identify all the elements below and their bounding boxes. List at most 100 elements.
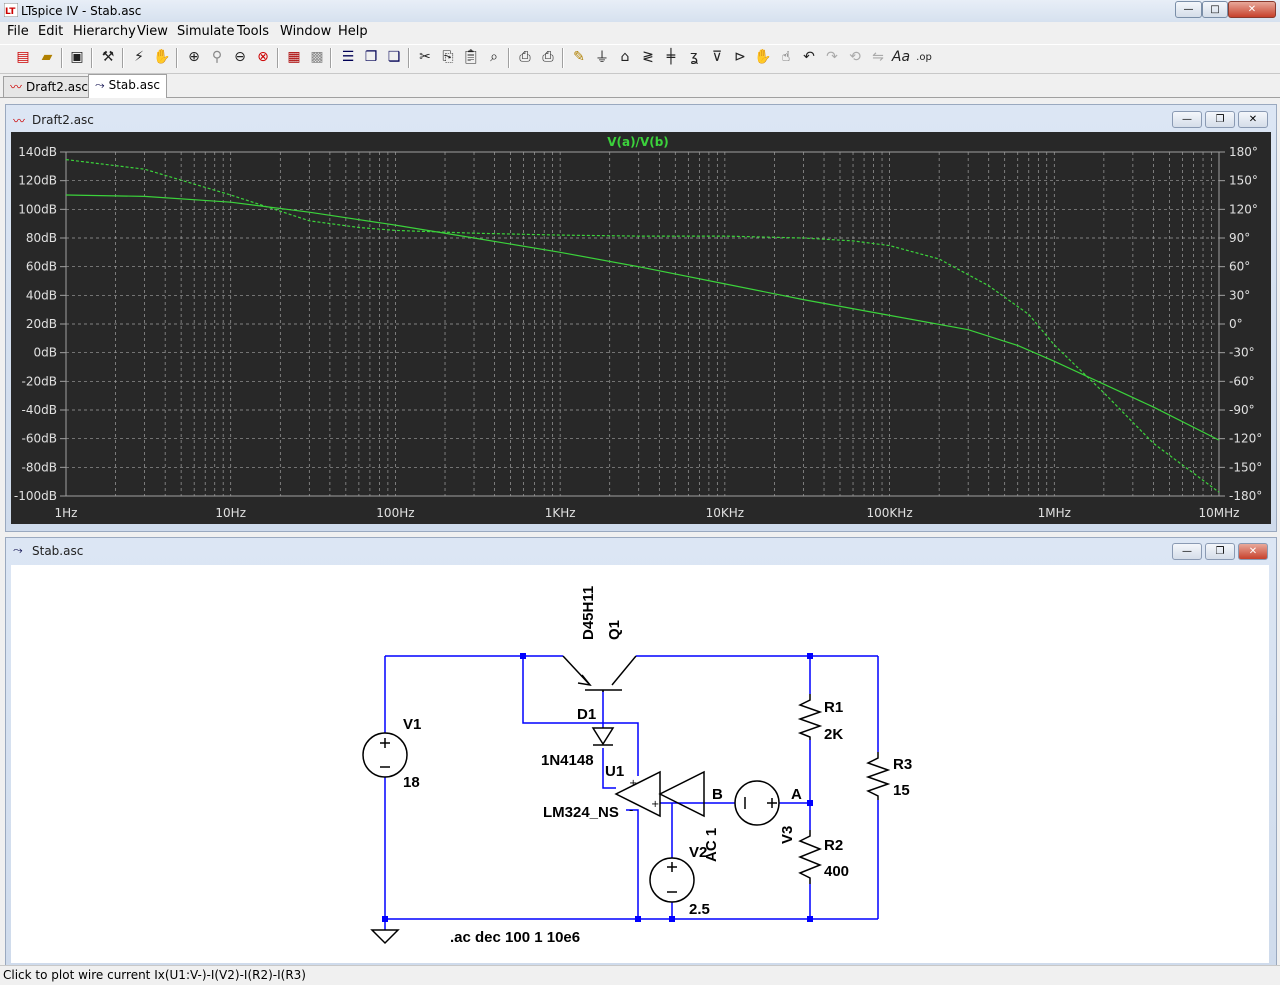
u1-model[interactable]: LM324_NS xyxy=(543,804,619,821)
tile-vertical-icon[interactable]: ❏ xyxy=(387,49,401,65)
ground-symbol[interactable] xyxy=(370,929,400,945)
cut-icon[interactable]: ✂ xyxy=(419,49,431,65)
q1-transistor[interactable] xyxy=(562,655,637,692)
y-right-tick-label: 30° xyxy=(1229,288,1250,302)
tab-draft2[interactable]: 〰Draft2.asc xyxy=(3,76,95,97)
control-panel-icon[interactable]: ⚒ xyxy=(101,49,115,65)
mirror-icon[interactable]: ⇋ xyxy=(872,49,884,65)
minimize-button[interactable]: — xyxy=(1175,1,1202,18)
y-right-tick-label: -120° xyxy=(1229,432,1262,446)
r2-name[interactable]: R2 xyxy=(824,837,843,854)
ground-icon[interactable]: ⏚ xyxy=(595,50,609,66)
menu-view[interactable]: View xyxy=(137,24,168,39)
r1-name[interactable]: R1 xyxy=(824,699,843,716)
redo-icon[interactable]: ↷ xyxy=(826,49,838,65)
menu-hierarchy[interactable]: Hierarchy xyxy=(73,24,136,39)
trace-label[interactable]: V(a)/V(b) xyxy=(607,135,669,149)
v1-value[interactable]: 18 xyxy=(403,774,420,791)
menu-simulate[interactable]: Simulate xyxy=(177,24,235,39)
r1-value[interactable]: 2K xyxy=(824,726,843,743)
pan-icon[interactable]: ⚲ xyxy=(211,49,223,65)
window-title: LTspice IV - Stab.asc xyxy=(21,4,142,18)
r1-resistor[interactable] xyxy=(797,694,823,740)
spice-directive-icon[interactable]: .op xyxy=(916,51,932,63)
schematic-drawing[interactable]: V1 18 D45H11 Q1 D1 1N4148 U1 LM324_NS + … xyxy=(11,565,1269,963)
series-magnitude[interactable] xyxy=(65,194,1220,441)
r2-resistor[interactable] xyxy=(797,830,823,884)
u1-name[interactable]: U1 xyxy=(605,763,624,780)
zoom-fit-icon[interactable]: ⊗ xyxy=(257,49,269,65)
drag-icon[interactable]: ☝ xyxy=(781,49,791,65)
v3-value[interactable]: AC 1 xyxy=(703,828,720,862)
text-icon[interactable]: Aa xyxy=(891,49,911,65)
menu-tools[interactable]: Tools xyxy=(237,24,270,39)
r2-value[interactable]: 400 xyxy=(824,863,849,880)
u1-opamp-body[interactable] xyxy=(614,770,661,818)
schematic-restore-button[interactable]: ❐ xyxy=(1205,543,1235,560)
print-preview-icon[interactable]: ⎙ xyxy=(519,49,531,65)
series-phase[interactable] xyxy=(65,159,1220,493)
r3-resistor[interactable] xyxy=(865,752,891,800)
paste-icon[interactable]: 📋︎ xyxy=(462,49,480,65)
new-schematic-icon[interactable]: ▤ xyxy=(16,49,30,65)
find-icon[interactable]: ⌕ xyxy=(490,49,498,65)
bode-plot[interactable]: 140dB120dB100dB80dB60dB40dB20dB0dB-20dB-… xyxy=(11,132,1271,524)
plot-pane[interactable] xyxy=(11,132,1271,524)
node-a-label[interactable]: A xyxy=(791,786,802,803)
autorange-icon[interactable]: ▦ xyxy=(287,49,301,65)
r3-name[interactable]: R3 xyxy=(893,756,912,773)
v3-name[interactable]: V3 xyxy=(779,826,796,844)
copy-icon[interactable]: ⎘ xyxy=(442,49,454,65)
v2-name[interactable]: V2 xyxy=(689,844,707,861)
schematic-close-button[interactable]: ✕ xyxy=(1238,543,1268,560)
menu-file[interactable]: File xyxy=(7,24,29,39)
tile-horizontal-icon[interactable]: ☰ xyxy=(341,49,355,65)
menu-window[interactable]: Window xyxy=(280,24,332,39)
schematic-minimize-button[interactable]: — xyxy=(1172,543,1202,560)
zoom-in-icon[interactable]: ⊕ xyxy=(188,49,200,65)
d1-diode[interactable] xyxy=(591,727,615,746)
d1-name[interactable]: D1 xyxy=(577,706,596,723)
spice-directive[interactable]: .ac dec 100 1 10e6 xyxy=(450,929,580,946)
menu-edit[interactable]: Edit xyxy=(38,24,64,39)
v2-value[interactable]: 2.5 xyxy=(689,901,710,918)
inductor-icon[interactable]: ʓ xyxy=(689,49,699,65)
q1-name[interactable]: Q1 xyxy=(606,620,623,640)
plot-close-button[interactable]: ✕ xyxy=(1238,111,1268,128)
u1-opamp[interactable] xyxy=(658,770,705,818)
save-icon[interactable]: ▣ xyxy=(70,49,84,65)
tab-stab[interactable]: ⤳Stab.asc xyxy=(88,74,167,98)
plot-restore-button[interactable]: ❐ xyxy=(1205,111,1235,128)
d1-model[interactable]: 1N4148 xyxy=(541,752,594,769)
move-icon[interactable]: ✋ xyxy=(754,49,772,65)
capacitor-icon[interactable]: ╪ xyxy=(666,49,676,65)
label-net-icon[interactable]: ⌂ xyxy=(620,49,630,65)
maximize-button[interactable]: □ xyxy=(1202,1,1228,18)
node-b-label[interactable]: B xyxy=(712,786,723,803)
resistor-icon[interactable]: ≷ xyxy=(642,49,654,65)
diode-icon[interactable]: ⊽ xyxy=(711,49,723,65)
delete-plot-icon[interactable]: ▩ xyxy=(310,49,324,65)
wires[interactable] xyxy=(384,655,879,930)
r3-value[interactable]: 15 xyxy=(893,782,910,799)
schematic-canvas[interactable] xyxy=(11,565,1269,963)
plot-minimize-button[interactable]: — xyxy=(1172,111,1202,128)
v3-source[interactable] xyxy=(734,780,780,826)
undo-icon[interactable]: ↶ xyxy=(803,49,815,65)
halt-icon[interactable]: ✋ xyxy=(153,49,171,65)
v2-source[interactable] xyxy=(649,857,695,903)
v1-source[interactable] xyxy=(362,732,408,778)
menu-help[interactable]: Help xyxy=(338,24,368,39)
q1-model[interactable]: D45H11 xyxy=(580,586,597,640)
v1-name[interactable]: V1 xyxy=(403,716,421,733)
open-folder-icon[interactable]: ▰ xyxy=(41,49,53,65)
cascade-icon[interactable]: ❐ xyxy=(364,49,378,65)
y-right-tick-label: 0° xyxy=(1229,317,1243,331)
zoom-out-icon[interactable]: ⊖ xyxy=(234,49,246,65)
rotate-icon[interactable]: ⟲ xyxy=(849,49,861,65)
print-icon[interactable]: ⎙ xyxy=(542,49,554,65)
run-icon[interactable]: ⚡ xyxy=(134,49,144,65)
draw-wire-icon[interactable]: ✎ xyxy=(573,49,585,65)
close-button[interactable]: ✕ xyxy=(1228,1,1276,18)
component-icon[interactable]: ⊳ xyxy=(734,49,746,65)
